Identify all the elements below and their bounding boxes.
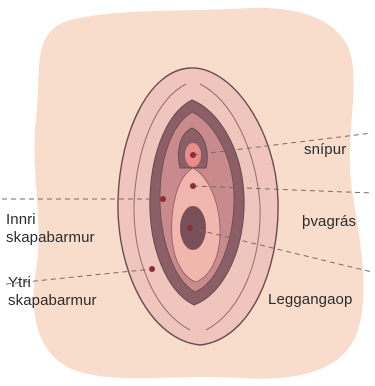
label-outer-labia-line1: Ytri <box>8 274 97 292</box>
label-urethra: þvagrás <box>302 213 356 231</box>
label-outer-labia: Ytri skapabarmur <box>8 274 97 310</box>
dot-vaginal-opening <box>187 225 193 231</box>
label-vaginal-opening: Leggangaop <box>268 291 352 309</box>
label-inner-labia-line2: skapabarmur <box>6 229 95 247</box>
label-outer-labia-line2: skapabarmur <box>8 292 97 310</box>
label-inner-labia: Innri skapabarmur <box>6 211 95 247</box>
dot-clitoris <box>190 152 196 158</box>
dot-urethra <box>190 183 196 189</box>
label-inner-labia-line1: Innri <box>6 211 95 229</box>
dot-inner-labia <box>160 196 166 202</box>
dot-outer-labia <box>149 266 155 272</box>
label-clitoris: snípur <box>304 141 346 159</box>
